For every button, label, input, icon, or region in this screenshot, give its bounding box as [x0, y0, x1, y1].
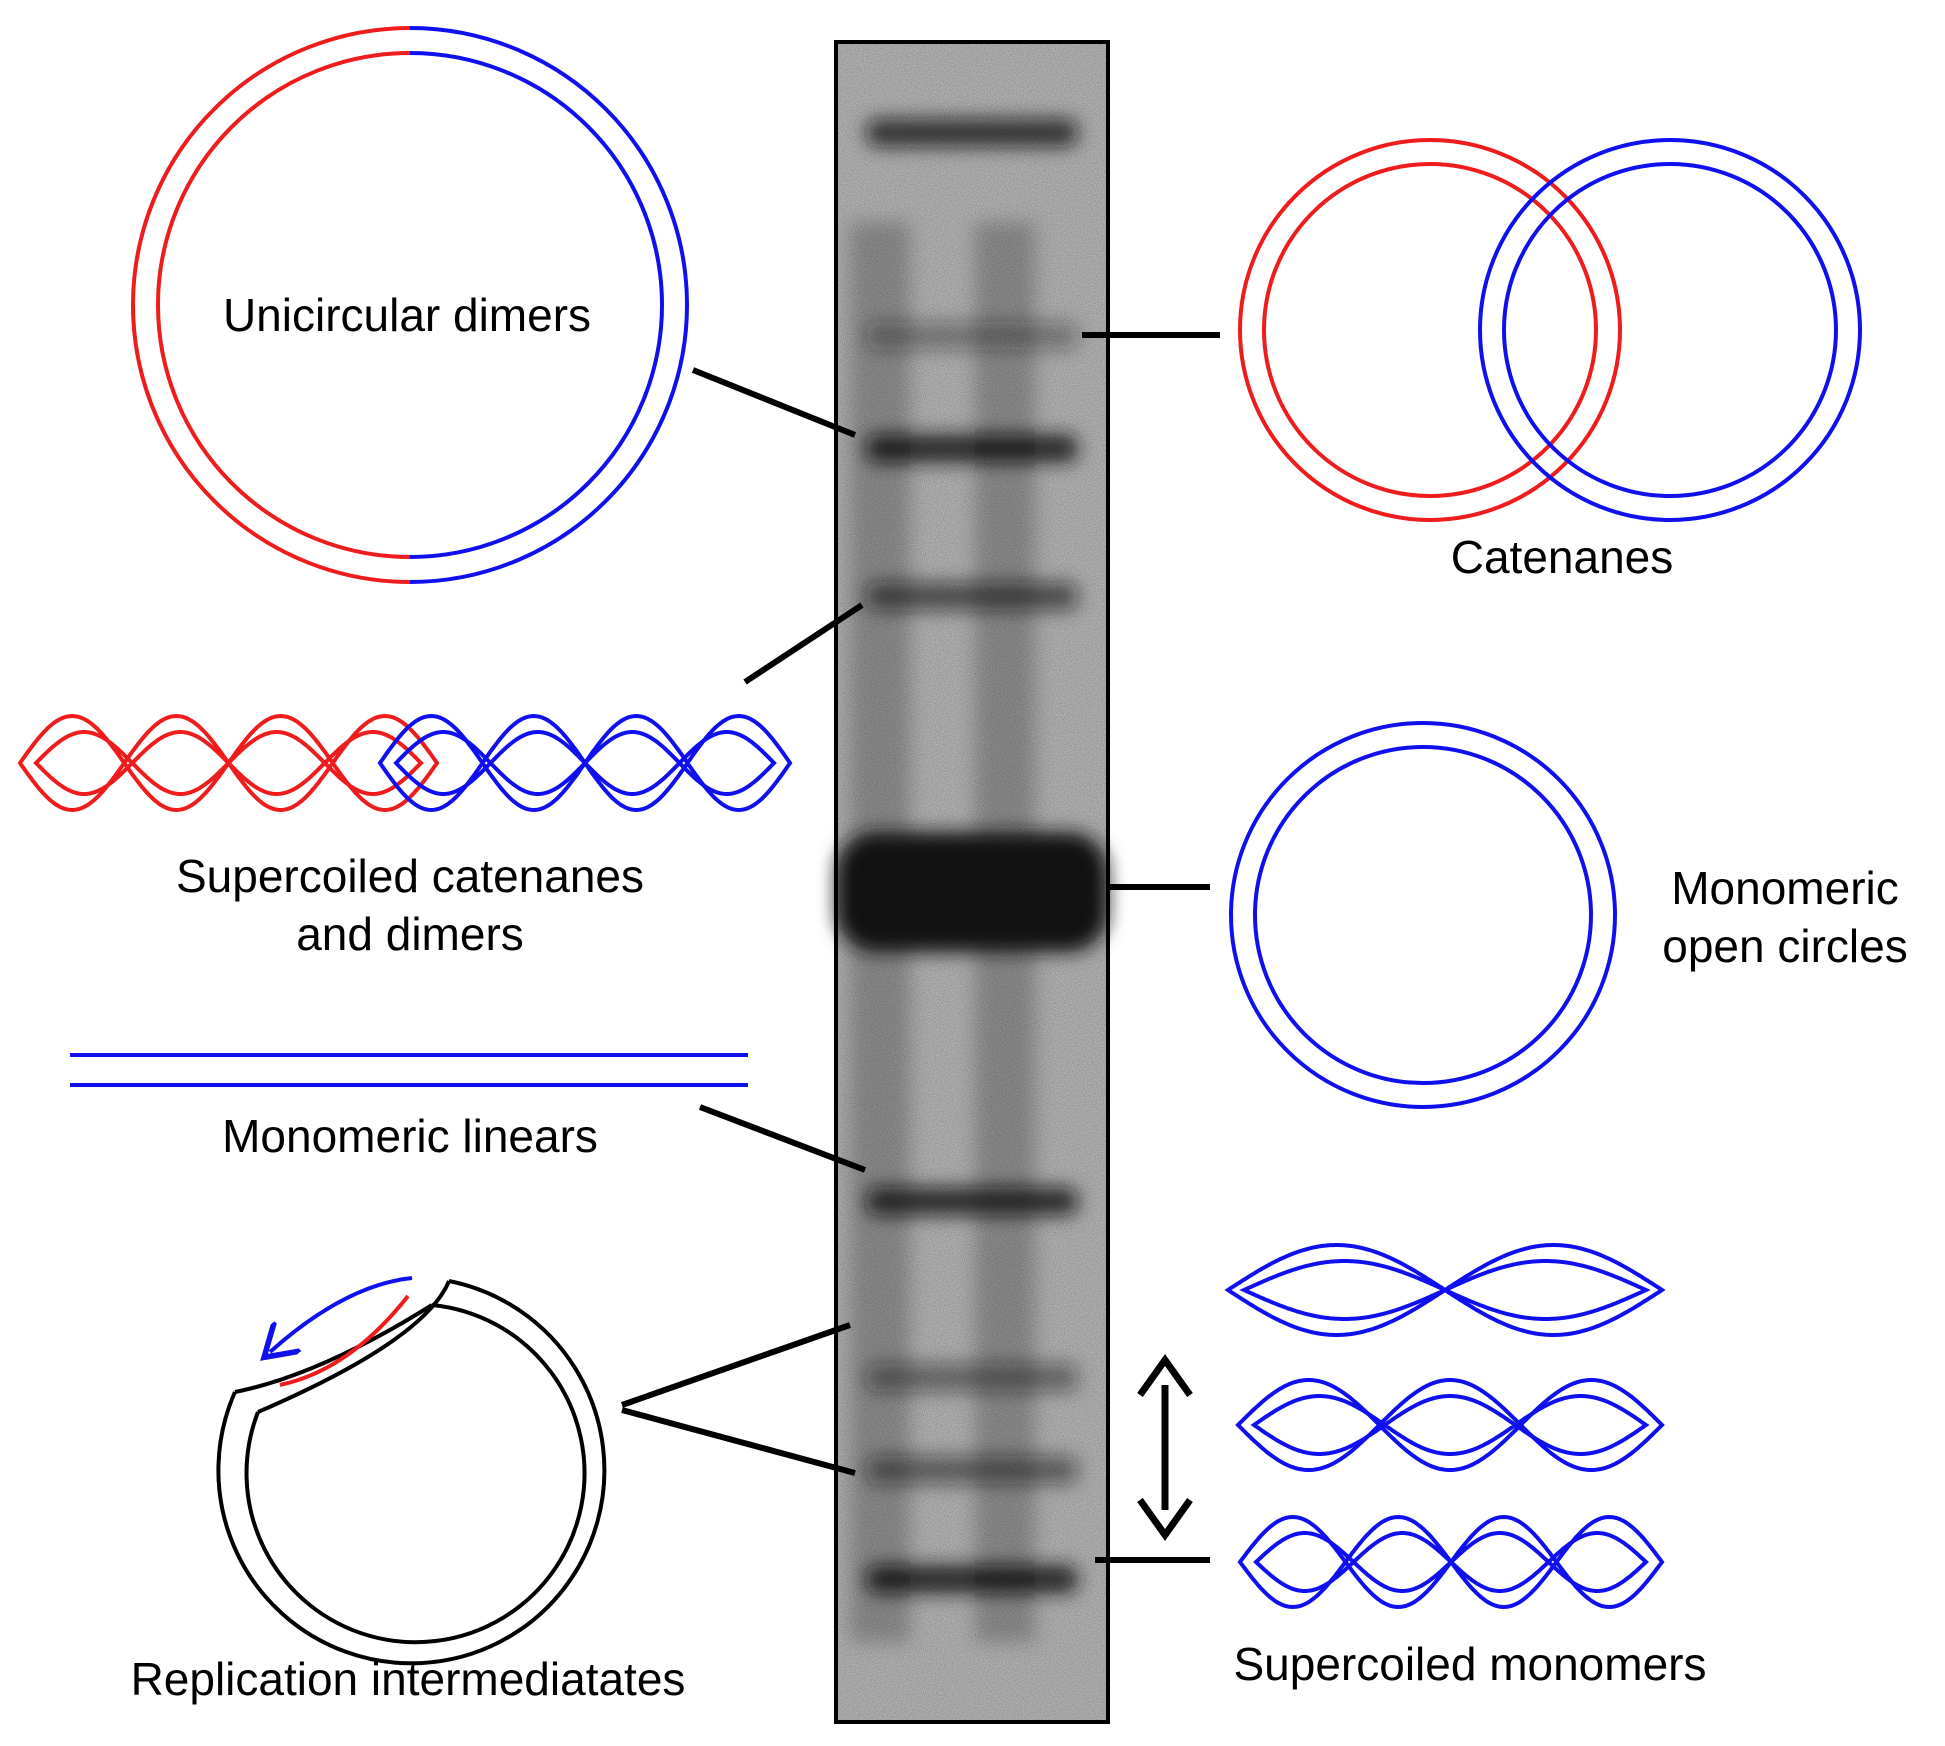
supercoil-inner-strand	[1253, 1531, 1649, 1593]
supercoiled-monomer-diagrams	[1224, 1243, 1666, 1610]
supercoil-outer-strand	[377, 713, 793, 813]
catenane-blue-inner	[1502, 162, 1838, 498]
label-supercoiled-monomers: Supercoiled monomers	[1233, 1638, 1706, 1690]
linear-diagram	[70, 1053, 748, 1087]
gel-lane	[834, 40, 1110, 1724]
unicircular-dimer-diagram	[131, 26, 689, 584]
label-replication-intermediates: Replication intermediatates	[131, 1653, 686, 1705]
open-circle-diagram	[1229, 721, 1617, 1109]
replication-fork-right	[257, 1280, 451, 1414]
connector-lines	[621, 332, 1220, 1563]
catenane-blue-outer	[1478, 138, 1862, 522]
supercoil-inner-strand	[393, 730, 777, 796]
supercoil-blue	[377, 713, 793, 813]
connector-replication-lower	[621, 1407, 856, 1476]
open-circle-inner	[1253, 745, 1593, 1085]
supercoil-inner-strand	[1239, 1259, 1651, 1321]
label-open-circles-line2: open circles	[1662, 920, 1907, 972]
label-catenanes: Catenanes	[1451, 531, 1674, 583]
replication-fork-left	[234, 1303, 434, 1394]
supercoil-outer-strand	[1237, 1514, 1665, 1610]
catenane-red-inner	[1262, 162, 1598, 498]
connector-unicircular-dimers	[691, 367, 857, 438]
replication-inner-strand	[244, 1303, 587, 1645]
label-unicircular-dimers: Unicircular dimers	[223, 289, 591, 341]
label-open-circles-line1: Monomeric	[1671, 862, 1899, 914]
arrow-icon	[270, 1276, 413, 1352]
label-supercoiled-catenanes-line1: Supercoiled catenanes	[176, 850, 644, 902]
connector-replication-upper	[621, 1322, 851, 1408]
open-circle-outer	[1229, 721, 1617, 1109]
supercoiled-monomer-3-crossings	[1235, 1378, 1665, 1472]
supercoil-inner-strand	[33, 730, 424, 796]
connector-linears	[698, 1104, 867, 1173]
dimer-outer-red-half	[131, 26, 411, 584]
supercoil-inner-strand	[1250, 1394, 1650, 1456]
supercoil-outer-strand	[1224, 1243, 1666, 1337]
dimer-inner-red-half	[156, 51, 411, 559]
catenane-diagram	[1238, 138, 1862, 522]
supercoil-outer-strand	[1235, 1378, 1665, 1472]
supercoiled-monomer-4-crossings	[1237, 1514, 1665, 1610]
replication-outer-strand	[216, 1279, 607, 1666]
nascent-strand-red	[279, 1294, 410, 1387]
supercoiled-catenane-diagram	[17, 713, 793, 813]
supercoil-red	[17, 713, 440, 813]
label-supercoiled-catenanes-line2: and dimers	[296, 908, 524, 960]
dimer-inner-blue-half	[409, 51, 664, 559]
supercoiled-monomer-1-crossing	[1224, 1243, 1666, 1337]
gel-border	[834, 40, 1110, 1724]
double-headed-arrow-icon	[1137, 1353, 1193, 1542]
label-monomeric-linears: Monomeric linears	[222, 1110, 598, 1162]
catenane-red-outer	[1238, 138, 1622, 522]
connector-supercoiled-catenanes	[743, 602, 864, 685]
supercoil-outer-strand	[17, 713, 440, 813]
replication-intermediate-diagram	[216, 1276, 607, 1666]
gel-grain	[836, 42, 1108, 1722]
dimer-outer-blue-half	[409, 26, 689, 584]
